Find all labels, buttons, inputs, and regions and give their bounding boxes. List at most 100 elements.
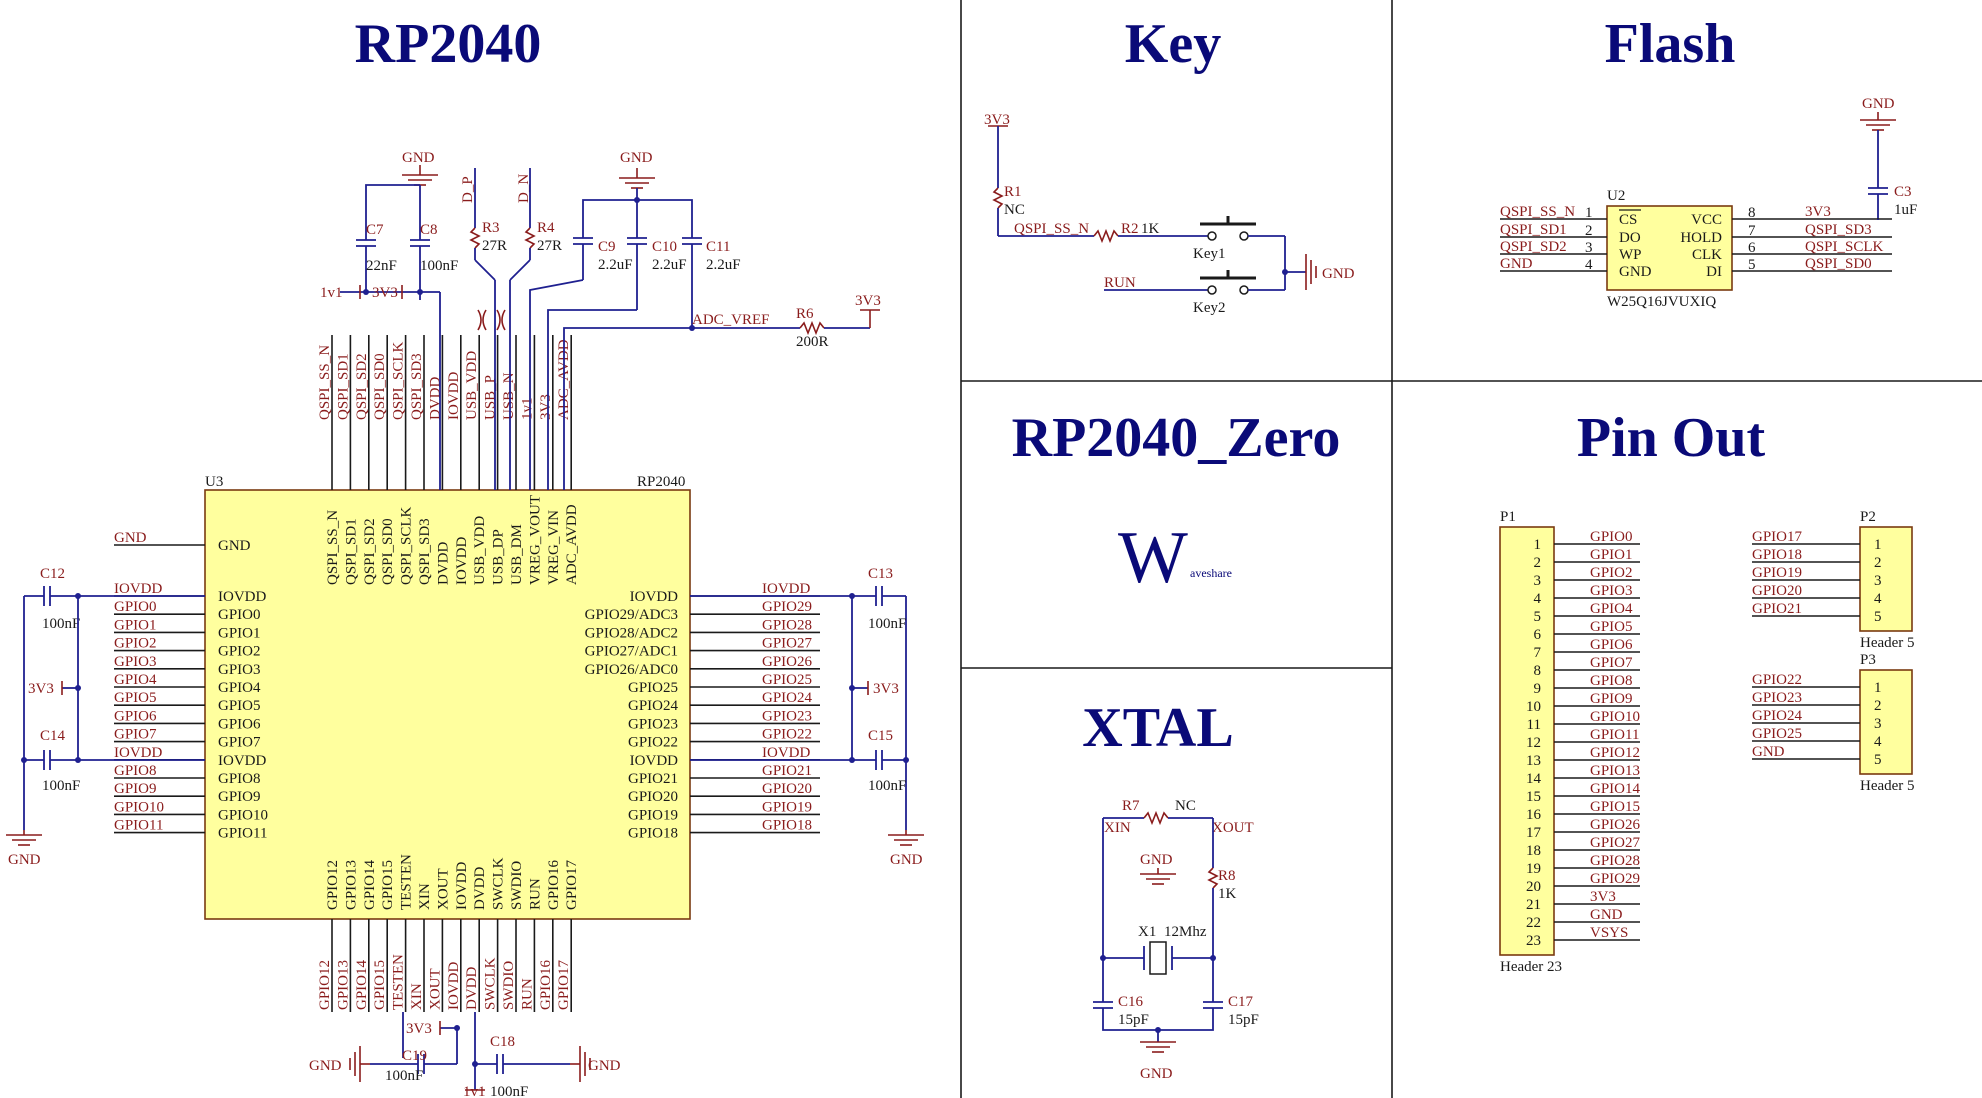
net-label: IOVDD <box>446 372 462 420</box>
svg-text:C18: C18 <box>490 1034 515 1050</box>
net-label: TESTEN <box>391 954 407 1010</box>
svg-text:C10: C10 <box>652 239 677 255</box>
svg-text:100nF: 100nF <box>868 778 906 794</box>
net-label: 3V3 <box>538 394 554 420</box>
net-label: DVDD <box>427 377 443 420</box>
pin-number: 12 <box>1526 735 1541 751</box>
net-label: GPIO1 <box>114 617 157 633</box>
svg-text:R6: R6 <box>796 306 814 322</box>
u3-pin-label: GPIO14 <box>362 859 378 910</box>
u2-pin-label: CS <box>1619 212 1637 228</box>
capacitor-c7: C7 22nF <box>356 205 397 292</box>
pin-number: 6 <box>1748 240 1756 256</box>
svg-text:D_P: D_P <box>460 176 476 203</box>
net-label: USB_N <box>501 372 517 420</box>
net-label: RUN <box>519 978 535 1010</box>
svg-text:P2: P2 <box>1860 509 1876 525</box>
svg-text:1K: 1K <box>1218 886 1237 902</box>
svg-text:C14: C14 <box>40 728 66 744</box>
u3-pin-label: SWCLK <box>491 857 507 910</box>
svg-text:P3: P3 <box>1860 652 1876 668</box>
net-label: GPIO11 <box>1590 727 1639 743</box>
net-label: GPIO26 <box>1590 817 1641 833</box>
net-label: GPIO10 <box>1590 709 1640 725</box>
u3-pin-label: GPIO12 <box>325 860 341 910</box>
u3-pin-label: GPIO10 <box>218 807 268 823</box>
net-label: GPIO25 <box>762 672 812 688</box>
u3-pin-label: GPIO20 <box>628 789 678 805</box>
net-label: GPIO26 <box>762 654 813 670</box>
svg-text:R1: R1 <box>1004 184 1022 200</box>
svg-text:X1: X1 <box>1138 924 1156 940</box>
net-label: GPIO19 <box>1752 565 1802 581</box>
pin-number: 7 <box>1534 645 1542 661</box>
net-label: GPIO11 <box>114 818 163 834</box>
u3-pin-label: USB_DM <box>509 524 525 585</box>
svg-text:GND: GND <box>309 1058 342 1074</box>
net-label: GPIO27 <box>1590 835 1641 851</box>
net-label: GPIO0 <box>1590 529 1633 545</box>
svg-text:P1: P1 <box>1500 509 1516 525</box>
svg-text:R7: R7 <box>1122 798 1140 814</box>
svg-text:100nF: 100nF <box>42 778 80 794</box>
left-decoupling: C12 100nF C14 100nF 3V3 GND <box>6 566 205 868</box>
u3-pin-label: QSPI_SD0 <box>380 518 396 585</box>
svg-text:100nF: 100nF <box>420 258 458 274</box>
title-key: Key <box>1125 13 1221 75</box>
u3-pin-label: GPIO18 <box>628 826 678 842</box>
net-label: XIN <box>409 983 425 1010</box>
net-label: GPIO21 <box>762 763 812 779</box>
net-label: IOVDD <box>114 581 162 597</box>
svg-text:2.2uF: 2.2uF <box>598 257 633 273</box>
net-label: GPIO12 <box>1590 745 1640 761</box>
net-label: USB_VDD <box>464 351 480 420</box>
net-label: VSYS <box>1590 925 1628 941</box>
svg-text:3V3: 3V3 <box>873 681 899 697</box>
svg-text:Key1: Key1 <box>1193 246 1226 262</box>
title-xtal: XTAL <box>1082 697 1233 759</box>
net-label: GPIO29 <box>762 599 812 615</box>
net-label: XOUT <box>427 968 443 1010</box>
net-label: GPIO8 <box>1590 673 1633 689</box>
net-label: GPIO7 <box>1590 655 1633 671</box>
net-label: SWDIO <box>501 961 517 1010</box>
top-support-parts: GND C7 22nF C8 100nF 1v1 3V3 <box>320 150 881 490</box>
svg-text:R2: R2 <box>1121 221 1139 237</box>
net-label: GPIO3 <box>1590 583 1633 599</box>
net-label: IOVDD <box>762 745 810 761</box>
u3-pin-label: GPIO9 <box>218 789 261 805</box>
resistor-r3: R3 27R <box>469 168 507 490</box>
u3-pin-label: GPIO17 <box>564 859 580 910</box>
key-section: 3V3 R1 NC QSPI_SS_N R2 1K Key1 GND RUN <box>984 112 1355 316</box>
net-label: GPIO17 <box>1752 529 1803 545</box>
pin-number: 3 <box>1534 573 1542 589</box>
capacitor-c11: C11 2.2uF <box>682 237 741 328</box>
gnd-symbol: GND <box>1860 96 1896 131</box>
u3-pin-label: IOVDD <box>218 589 266 605</box>
u3-pin-label: GPIO27/ADC1 <box>585 644 678 660</box>
pin-number: 19 <box>1526 861 1541 877</box>
pin-number: 2 <box>1874 698 1882 714</box>
svg-text:R3: R3 <box>482 220 500 236</box>
u3-pin-label: QSPI_SD3 <box>417 518 433 585</box>
net-label: GPIO14 <box>1590 781 1641 797</box>
net-label: GPIO6 <box>1590 637 1633 653</box>
net-label: GPIO3 <box>114 654 157 670</box>
net-label: QSPI_SD0 <box>1805 256 1872 272</box>
net-label: GPIO9 <box>1590 691 1633 707</box>
net-label: GPIO22 <box>762 727 812 743</box>
svg-text:100nF: 100nF <box>385 1068 423 1084</box>
pin-number: 2 <box>1585 223 1593 239</box>
u3-pin-label: QSPI_SS_N <box>325 510 341 585</box>
net-label: GPIO4 <box>114 672 157 688</box>
pin-number: 20 <box>1526 879 1541 895</box>
u2-pin-label: CLK <box>1692 247 1722 263</box>
gnd-symbol: GND <box>619 150 655 189</box>
u3-pin-label: XIN <box>417 883 433 910</box>
svg-text:1uF: 1uF <box>1894 202 1917 218</box>
u3-rp2040-chip: U3 RP2040 GNDGNDIOVDDIOVDDGPIO0GPIO0GPIO… <box>114 335 820 1012</box>
pin-number: 3 <box>1585 240 1593 256</box>
svg-text:GND: GND <box>402 150 435 166</box>
